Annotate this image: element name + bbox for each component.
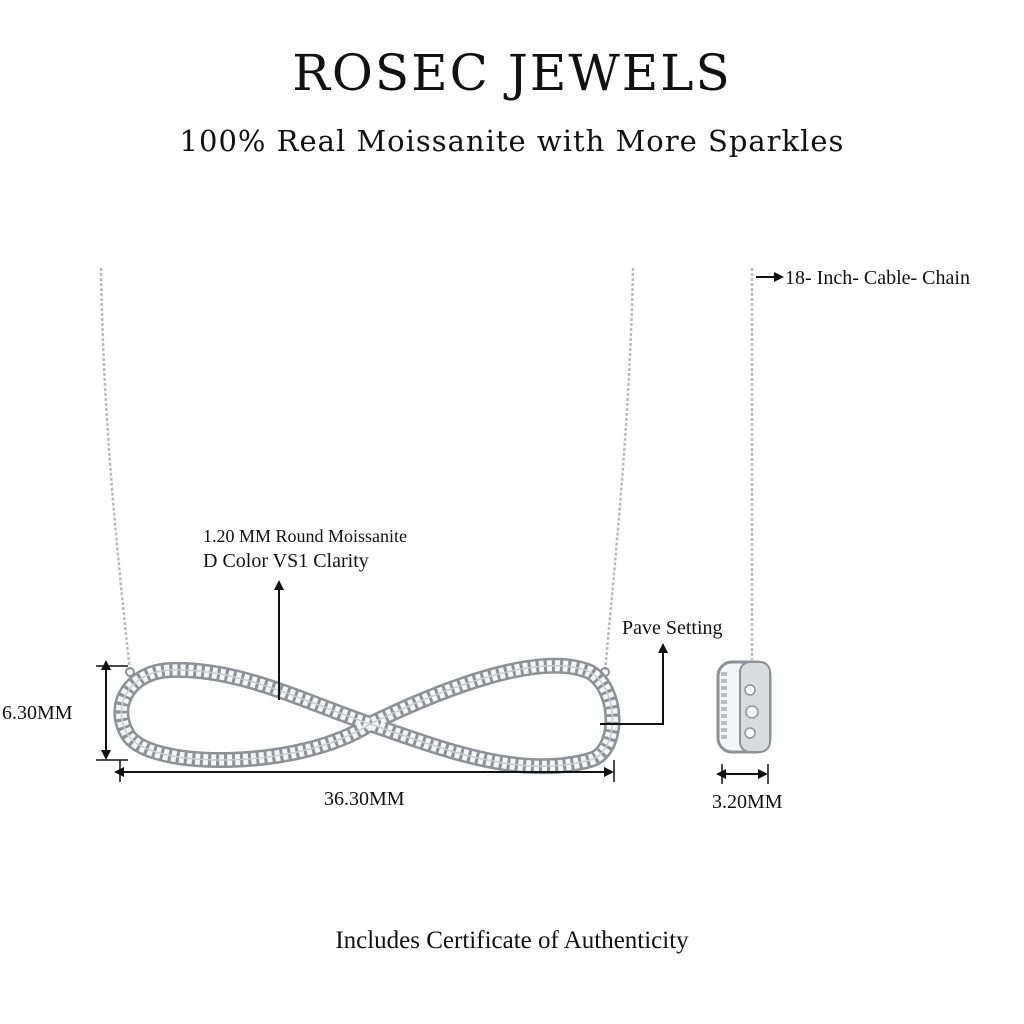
height-label: 6.30MM xyxy=(2,702,73,724)
certificate-note: Includes Certificate of Authenticity xyxy=(335,927,689,954)
stone-size-label: 1.20 MM Round Moissanite xyxy=(203,526,408,546)
width-label: 36.30MM xyxy=(324,788,405,810)
width-dimension xyxy=(114,760,615,782)
chain xyxy=(99,267,754,673)
setting-label: Pave Setting xyxy=(622,617,723,639)
thickness-dimension xyxy=(716,764,769,784)
chain-label: 18- Inch- Cable- Chain xyxy=(785,267,970,289)
infinity-pendant xyxy=(113,657,621,775)
height-dimension xyxy=(96,660,128,761)
thickness-label: 3.20MM xyxy=(712,791,783,813)
tagline: 100% Real Moissanite with More Sparkles xyxy=(179,124,845,158)
brand-title: ROSEC JEWELS xyxy=(292,44,732,102)
pendant-side-view xyxy=(716,660,772,754)
pave-callout-arrow xyxy=(600,643,668,725)
stone-grade-label: D Color VS1 Clarity xyxy=(203,550,369,572)
